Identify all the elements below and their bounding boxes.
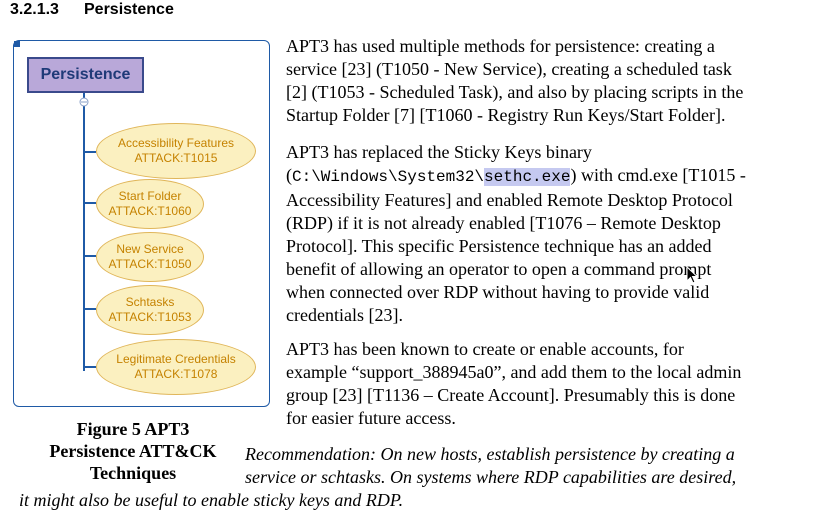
node-schtasks: Schtasks ATTACK:T1053	[96, 285, 204, 335]
text-line: APT3 has replaced the Sticky Keys binary	[286, 142, 592, 162]
node-accessibility-features: Accessibility Features ATTACK:T1015	[96, 123, 256, 179]
recommendation-line-2: service or schtasks. On systems where RD…	[245, 467, 737, 487]
node-name: Schtasks	[125, 295, 175, 309]
text-line: for easier future access.	[286, 408, 456, 428]
node-start-folder: Start Folder ATTACK:T1060	[96, 179, 204, 229]
paragraph-accounts: APT3 has been known to create or enable …	[286, 338, 806, 430]
node-id: ATTACK:T1053	[108, 310, 192, 324]
text-line-with-path: (C:\Windows\System32\sethc.exe) with cmd…	[286, 164, 806, 189]
text-line: APT3 has been known to create or enable …	[286, 339, 684, 359]
text-line: Protocol]. This specific Persistence tec…	[286, 236, 712, 256]
text-line: credentials [23].	[286, 305, 403, 325]
text-line: (RDP) if it is not already enabled [T107…	[286, 213, 721, 233]
text-fragment: ) with cmd.exe [T1015 -	[570, 165, 746, 185]
node-id: ATTACK:T1078	[134, 367, 218, 381]
node-name: New Service	[116, 242, 184, 256]
caption-line: Techniques	[89, 463, 177, 483]
root-node-label: Persistence	[40, 66, 131, 83]
text-line: APT3 has used multiple methods for persi…	[286, 36, 715, 56]
paragraph-sticky-keys: APT3 has replaced the Sticky Keys binary…	[286, 141, 806, 327]
text-line: Accessibility Features] and enabled Remo…	[286, 190, 733, 210]
node-name: Start Folder	[118, 189, 182, 203]
section-number: 3.2.1.3	[10, 1, 59, 18]
recommendation-line-3: it might also be useful to enable sticky…	[19, 490, 404, 510]
recommendation-line-1: Recommendation: On new hosts, establish …	[245, 444, 735, 464]
node-id: ATTACK:T1015	[134, 151, 218, 165]
node-id: ATTACK:T1060	[108, 204, 192, 218]
text-fragment: (	[286, 165, 292, 185]
section-heading: 3.2.1.3 Persistence	[10, 0, 174, 20]
mouse-cursor-icon	[686, 266, 698, 284]
node-name: Legitimate Credentials	[116, 352, 236, 366]
root-node-persistence: Persistence	[27, 57, 144, 93]
diagram-connectors	[14, 41, 96, 371]
text-line: benefit of allowing an operator to open …	[286, 259, 712, 279]
node-legitimate-credentials: Legitimate Credentials ATTACK:T1078	[96, 339, 256, 395]
text-line: [2] (T1053 - Scheduled Task), and also b…	[286, 82, 744, 102]
persistence-diagram: Persistence Accessibility Features ATTAC…	[13, 40, 270, 407]
paragraph-methods: APT3 has used multiple methods for persi…	[286, 35, 806, 127]
text-line: group [23] [T1136 – Create Account]. Pre…	[286, 385, 736, 405]
section-title: Persistence	[84, 1, 174, 18]
node-name: Accessibility Features	[117, 136, 235, 150]
figure-caption: Figure 5 APT3 Persistence ATT&CK Techniq…	[30, 418, 236, 484]
text-line: example “support_388945a0”, and add them…	[286, 362, 742, 382]
node-new-service: New Service ATTACK:T1050	[96, 232, 204, 282]
caption-line: Persistence ATT&CK	[49, 441, 217, 461]
text-line: when connected over RDP without having t…	[286, 282, 710, 302]
text-line: service [23] (T1050 - New Service), crea…	[286, 59, 732, 79]
node-id: ATTACK:T1050	[108, 257, 192, 271]
file-path: C:\Windows\System32\	[292, 168, 485, 186]
highlighted-filename: sethc.exe	[484, 168, 571, 186]
text-line: Startup Folder [7] [T1060 - Registry Run…	[286, 105, 726, 125]
caption-line: Figure 5 APT3	[76, 419, 190, 439]
